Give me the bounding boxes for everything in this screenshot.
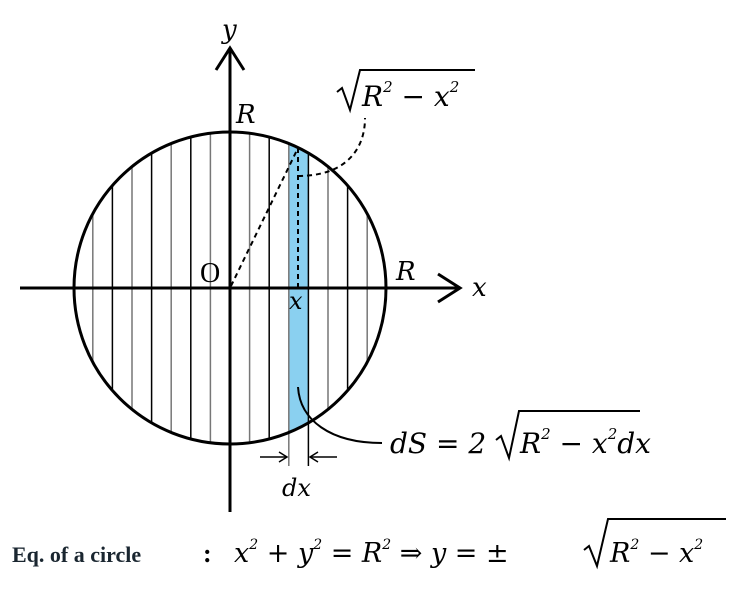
svg-text:R2 − x2: R2 − x2 — [609, 537, 703, 569]
x-point-label: x — [289, 287, 303, 315]
svg-text:R2 − x2dx: R2 − x2dx — [519, 425, 651, 460]
ds-expression: dS = 2 R2 − x2dx — [390, 410, 651, 462]
radius-line — [230, 147, 299, 287]
sqrt-icon — [336, 69, 475, 114]
x-axis-arrow-icon — [437, 272, 463, 304]
arrowhead-icon — [278, 451, 289, 463]
equation-label: Eq. of a circle — [12, 542, 141, 567]
height-pointer — [297, 117, 366, 177]
y-axis-arrow-icon — [214, 45, 246, 71]
r-top-label: R — [235, 100, 256, 130]
circle-equation: Eq. of a circle : x2 + y2 = R2 ⇒ y = ± R… — [12, 518, 726, 570]
svg-text:dS = 2: dS = 2 — [390, 427, 486, 460]
y-axis-label: y — [221, 15, 237, 45]
sqrt-icon — [583, 518, 726, 570]
origin-label: O — [200, 258, 220, 289]
sqrt-icon — [495, 410, 640, 462]
arrowhead-icon — [308, 451, 319, 463]
dx-label: dx — [282, 474, 311, 502]
ds-pointer — [297, 386, 383, 444]
svg-text:R2 − x2: R2 − x2 — [361, 78, 459, 113]
height-expression: R2 − x2 — [336, 69, 475, 114]
svg-text::: : — [203, 539, 212, 568]
r-right-label: R — [395, 257, 416, 287]
svg-text:x2 + y2 = R2 ⇒ y = ±: x2 + y2 = R2 ⇒ y = ± — [234, 537, 509, 569]
x-axis-label: x — [472, 273, 487, 303]
